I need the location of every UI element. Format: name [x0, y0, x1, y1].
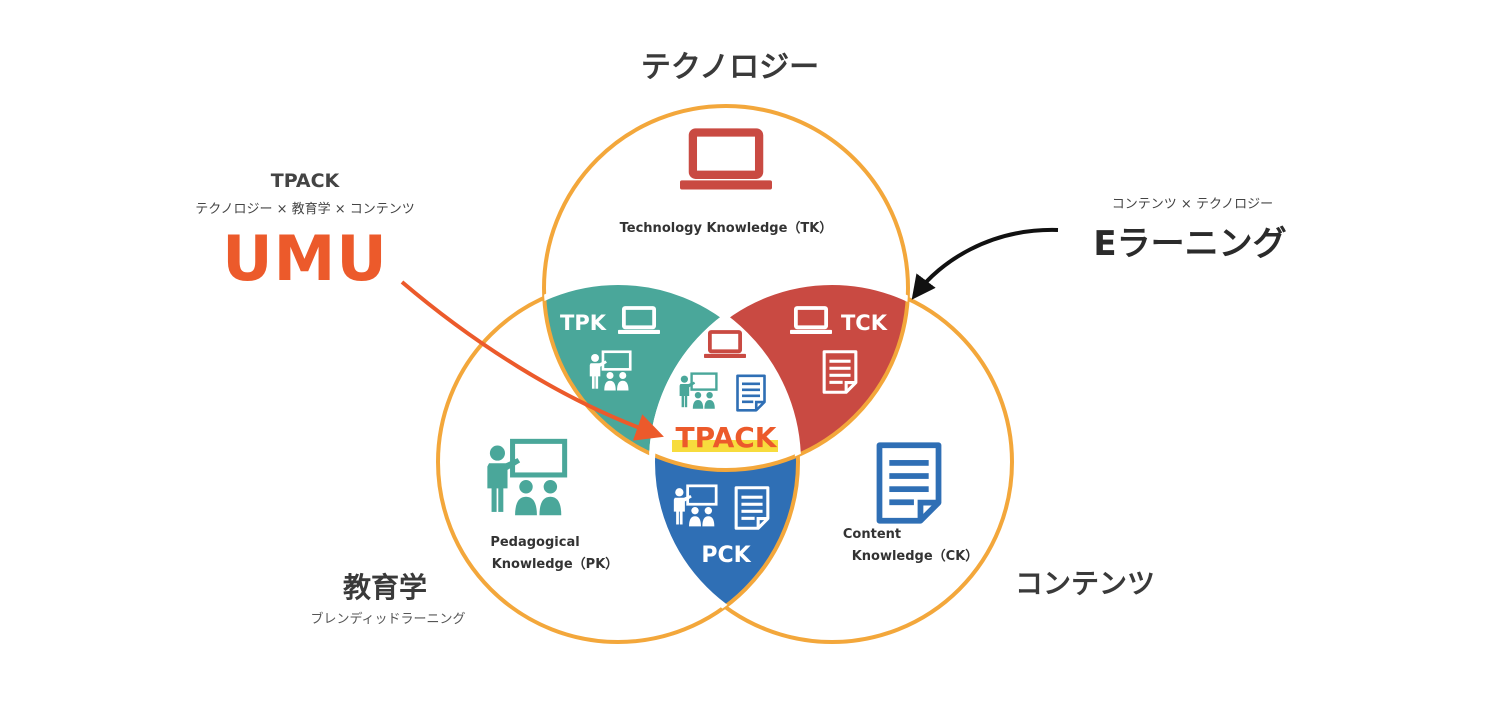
pedagogy-subheading: ブレンディッドラーニング: [310, 612, 466, 627]
pk-label-line1: Pedagogical: [490, 535, 579, 550]
technology-circle: [542, 104, 910, 472]
umu-arrow: [400, 280, 664, 441]
document-icon: [879, 445, 938, 520]
tpack-underline: [672, 440, 778, 452]
right-callout-subtitle: コンテンツ × テクノロジー: [1111, 197, 1274, 212]
tk-label: Technology Knowledge（TK）: [620, 220, 833, 236]
technology-heading: テクノロジー: [640, 50, 820, 85]
teacher-icon: [487, 441, 564, 515]
umu-brand-label: UMU: [222, 222, 388, 295]
left-callout-subtitle: テクノロジー × 教育学 × コンテンツ: [195, 202, 415, 217]
content-heading: コンテンツ: [1014, 567, 1155, 600]
left-callout-title: TPACK: [270, 170, 340, 192]
pk-label-line2: Knowledge（PK）: [492, 556, 619, 572]
pedagogy-heading: 教育学: [342, 571, 427, 604]
elearning-label: Eラーニング: [1093, 224, 1287, 264]
pck-label: PCK: [701, 543, 751, 568]
tpk-label: TPK: [560, 311, 607, 335]
tck-label: TCK: [841, 311, 888, 335]
ck-label-line1: Content: [843, 527, 901, 542]
ck-label-line2: Knowledge（CK）: [852, 548, 979, 564]
tpack-center-label: TPACK: [676, 421, 778, 454]
tpack-center-region: [652, 282, 798, 470]
laptop-icon: [680, 132, 772, 189]
elearning-arrow: [911, 227, 1059, 300]
